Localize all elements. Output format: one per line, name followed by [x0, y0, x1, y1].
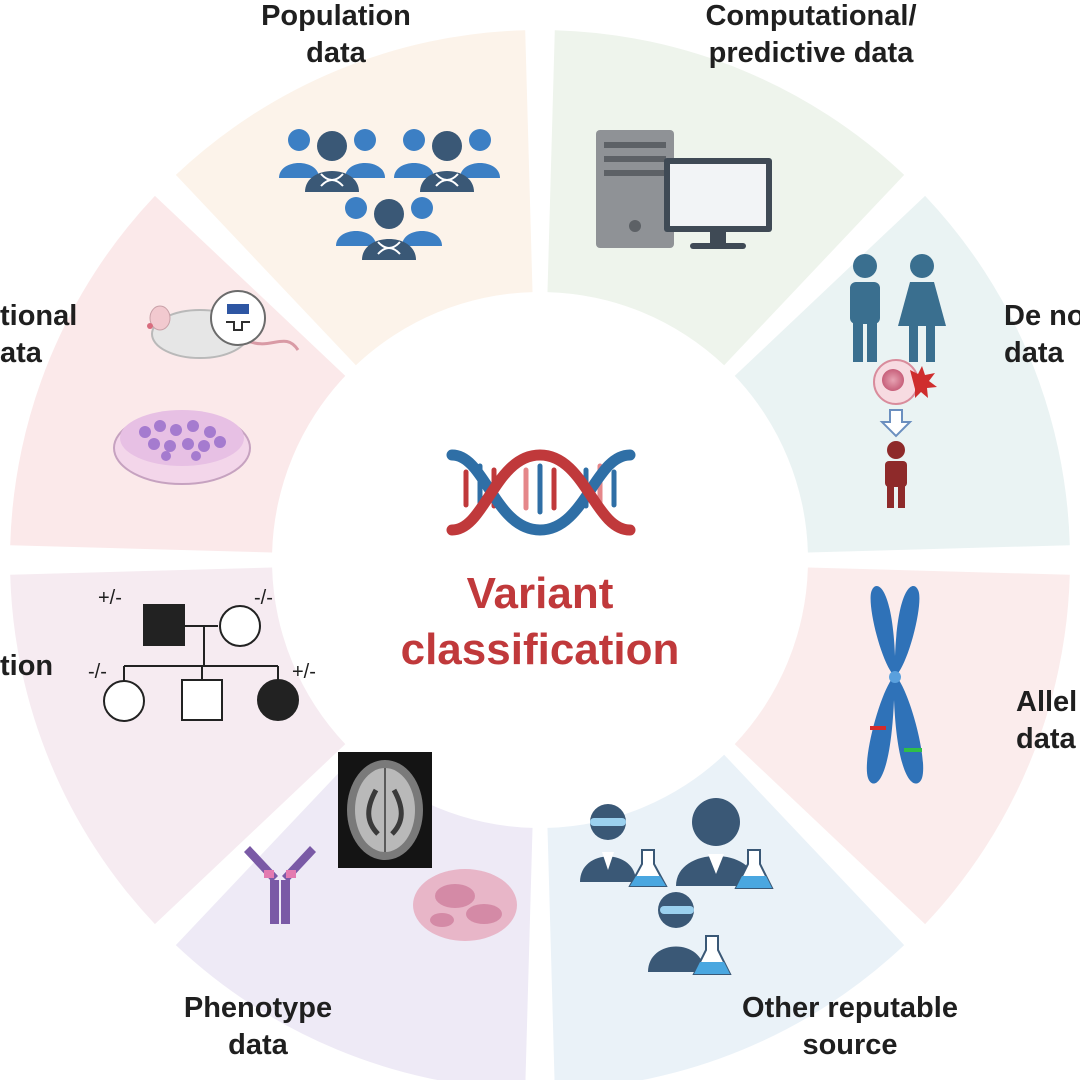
label-computational-line2: predictive data — [708, 37, 914, 69]
mouse-icon — [147, 290, 300, 359]
label-other-reputable-line1: Other reputable — [742, 992, 958, 1024]
label-allelic: Allel data — [1016, 684, 1077, 758]
label-de-novo: De no data — [1004, 298, 1080, 372]
label-computational-line1: Computational/ — [705, 0, 917, 32]
genotype-mother: -/- — [254, 587, 273, 609]
label-functional-line1: tional — [0, 300, 78, 332]
center-circle — [302, 322, 778, 798]
label-segregation-line1: tion — [0, 650, 54, 682]
center-title-line1: Variant — [466, 569, 614, 618]
segment-other-reputable — [547, 754, 905, 1080]
label-de-novo-line2: data — [1004, 337, 1064, 369]
brain-mri-icon — [338, 752, 432, 868]
genotype-father: +/- — [98, 587, 122, 609]
label-other-reputable: Other reputable source — [720, 990, 980, 1064]
pedigree-icon — [103, 604, 299, 722]
label-computational: Computational/ predictive data — [676, 0, 946, 72]
population-group-icon — [279, 129, 500, 260]
genotype-child1: -/- — [88, 661, 107, 683]
wheel-segments — [10, 30, 1070, 1080]
chromosome-icon — [866, 585, 924, 784]
label-phenotype: Phenotype data — [158, 990, 358, 1064]
family-de-novo-icon — [850, 254, 946, 508]
label-functional-line2: ata — [0, 337, 42, 369]
genotype-child3: +/- — [292, 661, 316, 683]
antibody-icon — [244, 846, 316, 924]
label-population: Population data — [236, 0, 436, 72]
pedigree-genotype-labels: +/- -/- -/- +/- — [88, 587, 316, 683]
center-title: Variant classification — [340, 566, 740, 678]
petri-dish-icon — [113, 410, 251, 485]
label-segregation: tion — [0, 648, 53, 685]
center-title-line2: classification — [400, 625, 680, 674]
label-population-line2: data — [306, 37, 366, 69]
segment-phenotype — [175, 754, 533, 1080]
computer-icon — [596, 130, 772, 249]
label-phenotype-line2: data — [228, 1029, 288, 1061]
dna-helix-icon — [446, 449, 636, 536]
scientists-icon — [580, 798, 774, 975]
segment-segregation — [10, 567, 346, 925]
label-de-novo-line1: De no — [1004, 300, 1080, 332]
label-other-reputable-line2: source — [802, 1029, 898, 1061]
label-allelic-line1: Allel — [1016, 686, 1078, 718]
label-phenotype-line1: Phenotype — [183, 992, 333, 1024]
tissue-histology-icon — [413, 869, 517, 941]
label-allelic-line2: data — [1016, 723, 1076, 755]
label-functional: tional ata — [0, 298, 77, 372]
label-population-line1: Population — [261, 0, 411, 32]
segment-functional — [10, 195, 346, 553]
